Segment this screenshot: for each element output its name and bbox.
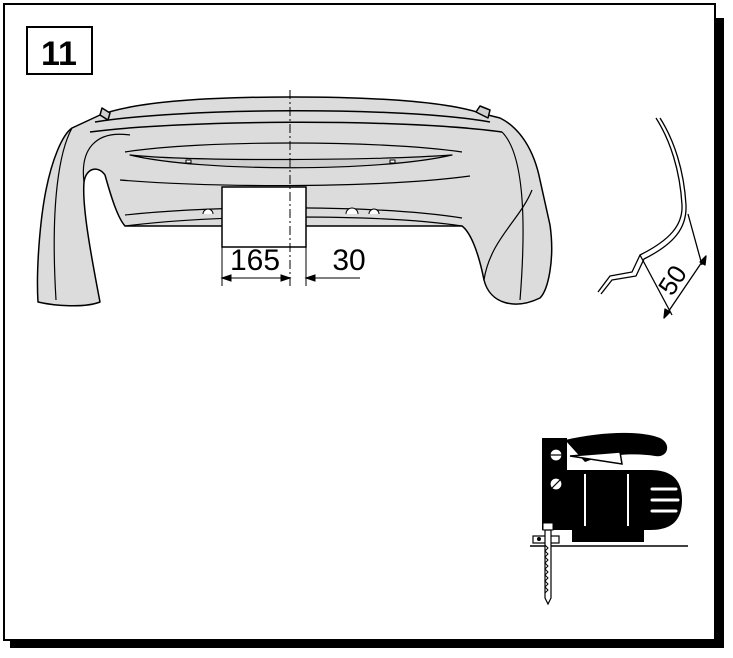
- step-number-box: 11: [26, 26, 93, 75]
- section-profile: [597, 117, 707, 319]
- bumper-left-tab: [99, 107, 111, 121]
- step-number: 11: [41, 35, 77, 73]
- dimension-left: 165: [230, 244, 280, 277]
- jigsaw-icon: [530, 432, 688, 606]
- dimension-right: 30: [332, 244, 365, 277]
- dimension-lines: [220, 240, 360, 286]
- cutout-area: [221, 186, 307, 248]
- bumper-right-tab: [475, 105, 491, 119]
